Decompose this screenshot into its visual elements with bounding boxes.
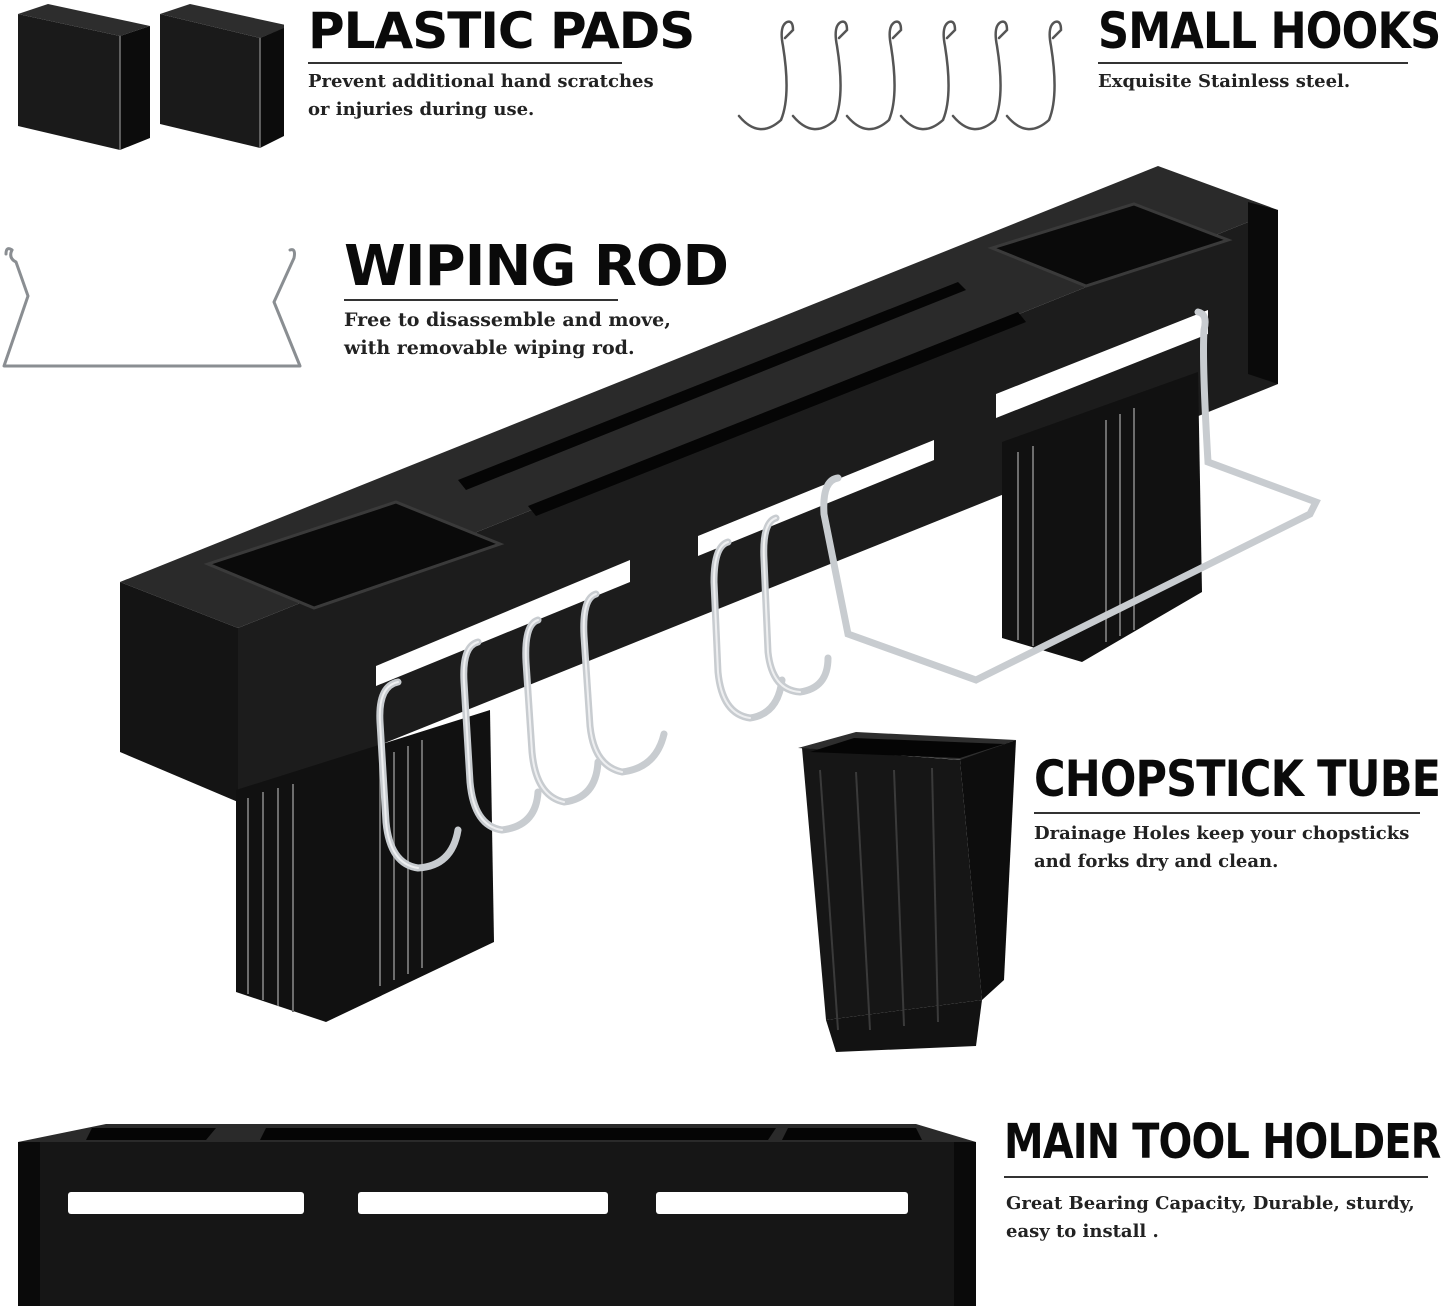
wiping-rod-image (2, 244, 302, 376)
small-hooks-divider (1098, 62, 1408, 64)
wiping-rod-divider (344, 299, 618, 301)
main-tool-holder-divider (1004, 1176, 1428, 1178)
small-hooks-description: Exquisite Stainless steel. (1098, 71, 1351, 92)
chopstick-tube-divider (1034, 812, 1420, 814)
plastic-pads-title: PLASTIC PADS (308, 2, 695, 60)
chopstick-tube-title: CHOPSTICK TUBE (1034, 750, 1441, 808)
plastic-pads-divider (308, 62, 622, 64)
plastic-pads-description: Prevent additional hand scratches or inj… (308, 71, 654, 120)
wiping-rod-description: Free to disassemble and move, with remov… (344, 309, 671, 359)
assembled-rack-image (118, 162, 1328, 1032)
chopstick-tube-image (796, 730, 1018, 1056)
small-hooks-title: SMALL HOOKS (1098, 2, 1441, 60)
main-tool-holder-description: Great Bearing Capacity, Durable, sturdy,… (1006, 1193, 1415, 1242)
main-tool-holder-image (16, 1122, 978, 1308)
small-hooks-image (735, 16, 1065, 136)
wiping-rod-title: WIPING ROD (344, 234, 729, 299)
plastic-pads-image (14, 2, 284, 152)
chopstick-tube-description: Drainage Holes keep your chopsticks and … (1034, 823, 1410, 872)
main-tool-holder-title: MAIN TOOL HOLDER (1004, 1114, 1441, 1170)
